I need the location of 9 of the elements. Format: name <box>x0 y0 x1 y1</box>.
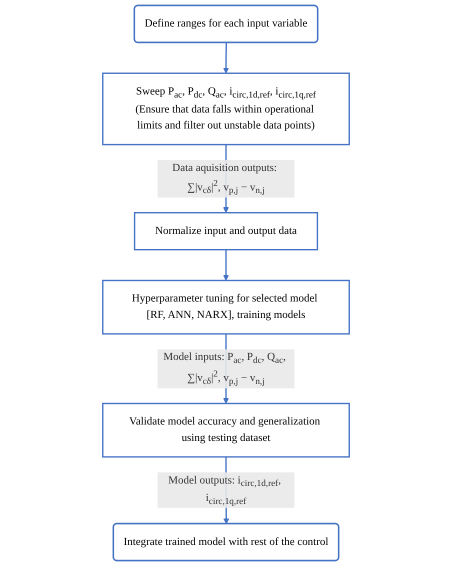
edge-label: Model outputs: i$_{circ,1d,ref}$, i$_{circ,1q,ref}$ <box>168 474 281 506</box>
edge-label: Data aquisition outputs: ∑|v$_{cδ}$|$^{2}$, v$_{p,j}$ − v$_{n,j}$ <box>172 162 277 196</box>
node-box: Hyperparameter tuning for selected model [RF, ANN, NARX], training models <box>102 280 350 335</box>
node-box: Normalize input and output data <box>134 212 318 250</box>
node-box: Sweep P$_{ac}$, P$_{dc}$, Q$_{ac}$, i$_{circ,1d,ref}$, i$_{circ,1q,ref}$ (Ensure that data falls within operational limits and filter out unstable data points) <box>102 72 350 146</box>
arrow <box>222 42 230 74</box>
node-box: Validate model accuracy and generalization using testing dataset <box>102 402 350 458</box>
edge-label: Model inputs: P$_{ac}$, P$_{dc}$, Q$_{ac}$, ∑|v$_{cδ}$|$^{2}$, v$_{p,j}$ − v$_{n,j}$ <box>163 351 286 386</box>
arrow <box>222 250 230 281</box>
